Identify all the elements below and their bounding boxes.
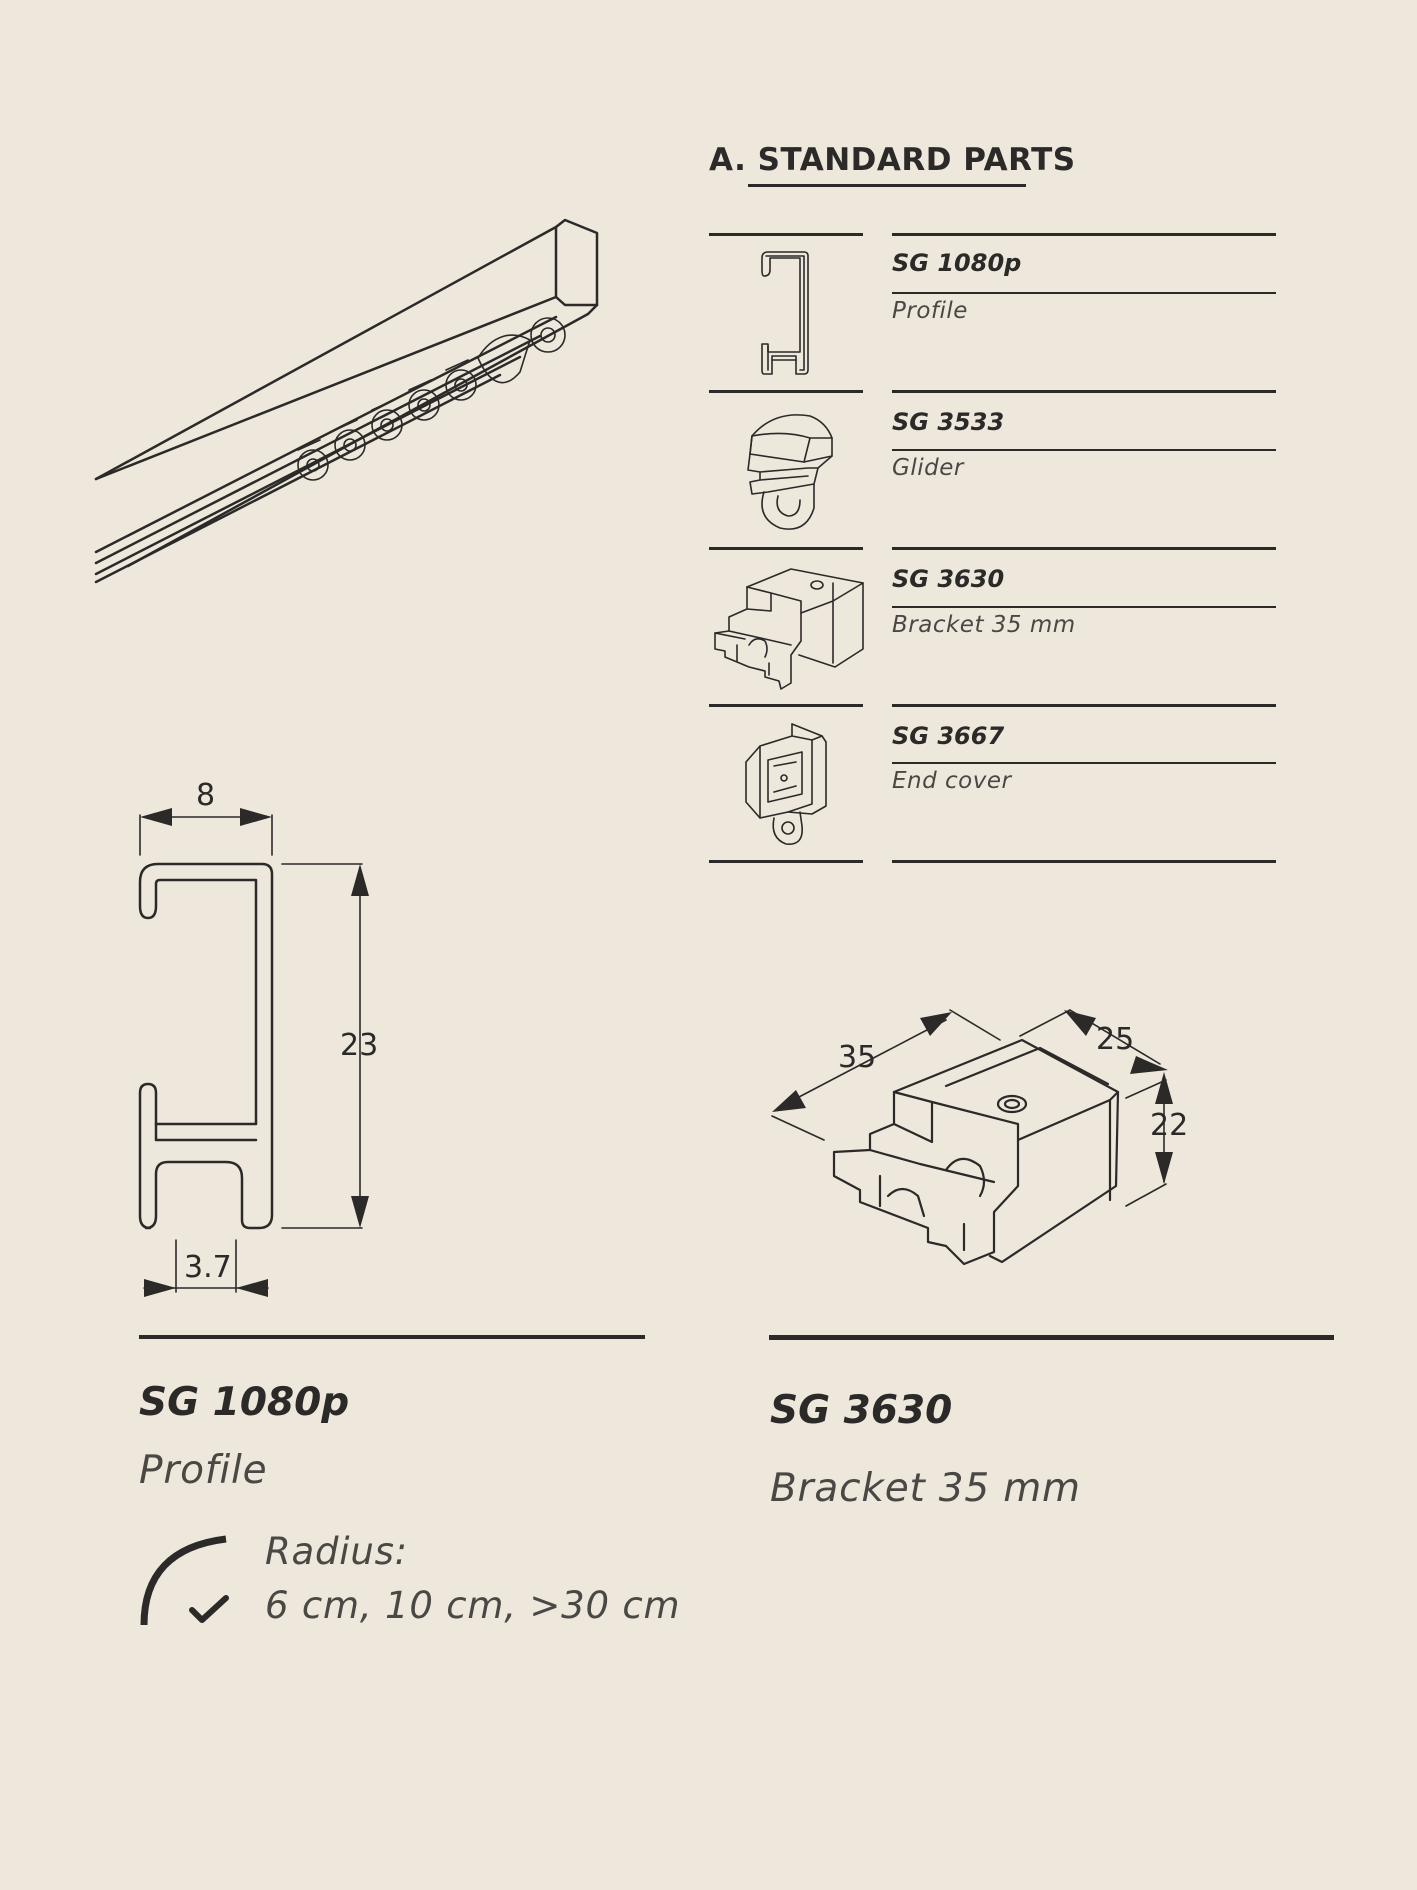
radius-label: Radius: xyxy=(265,1530,408,1573)
glider-icon xyxy=(747,414,833,530)
part-code: SG 3630 xyxy=(892,565,1005,593)
table-rule xyxy=(709,547,863,550)
part-name: Profile xyxy=(892,298,968,324)
profile-icon xyxy=(761,251,809,375)
bracket-height-label: 22 xyxy=(1150,1108,1189,1143)
bracket-detail-name: Bracket 35 mm xyxy=(770,1466,1081,1511)
table-rule xyxy=(709,860,863,863)
heading-underline xyxy=(748,184,1026,187)
table-rule xyxy=(892,233,1276,236)
profile-detail-rule xyxy=(139,1335,645,1339)
table-rule xyxy=(709,233,863,236)
part-code: SG 1080p xyxy=(892,249,1022,277)
radius-icon xyxy=(140,1535,227,1626)
bracket-detail-code: SG 3630 xyxy=(770,1388,953,1433)
profile-detail-code: SG 1080p xyxy=(139,1380,350,1425)
profile-width-label: 8 xyxy=(196,778,216,813)
part-name: Bracket 35 mm xyxy=(892,612,1076,638)
table-rule xyxy=(892,390,1276,393)
table-inner-rule xyxy=(892,292,1276,294)
end-cover-icon xyxy=(745,723,827,845)
bracket-icon xyxy=(714,568,864,690)
table-rule xyxy=(709,390,863,393)
bracket-depth-label: 25 xyxy=(1096,1022,1135,1057)
part-code: SG 3533 xyxy=(892,408,1005,436)
table-rule xyxy=(709,704,863,707)
table-rule xyxy=(892,704,1276,707)
table-inner-rule xyxy=(892,762,1276,764)
part-name: End cover xyxy=(892,768,1012,794)
part-code: SG 3667 xyxy=(892,722,1005,750)
table-rule xyxy=(892,860,1276,863)
parts-table: SG 1080p Profile SG 3533 Glider SG 3630 … xyxy=(0,0,1417,900)
table-rule xyxy=(892,547,1276,550)
bracket-length-label: 35 xyxy=(838,1040,877,1075)
radius-values: 6 cm, 10 cm, >30 cm xyxy=(265,1584,681,1627)
table-inner-rule xyxy=(892,606,1276,608)
table-inner-rule xyxy=(892,449,1276,451)
profile-slot-label: 3.7 xyxy=(184,1250,232,1285)
part-name: Glider xyxy=(892,455,964,481)
check-icon xyxy=(189,1595,229,1623)
profile-detail-name: Profile xyxy=(139,1448,268,1493)
section-heading: A. STANDARD PARTS xyxy=(709,142,1076,178)
profile-height-label: 23 xyxy=(340,1028,379,1063)
bracket-detail-rule xyxy=(769,1335,1334,1340)
